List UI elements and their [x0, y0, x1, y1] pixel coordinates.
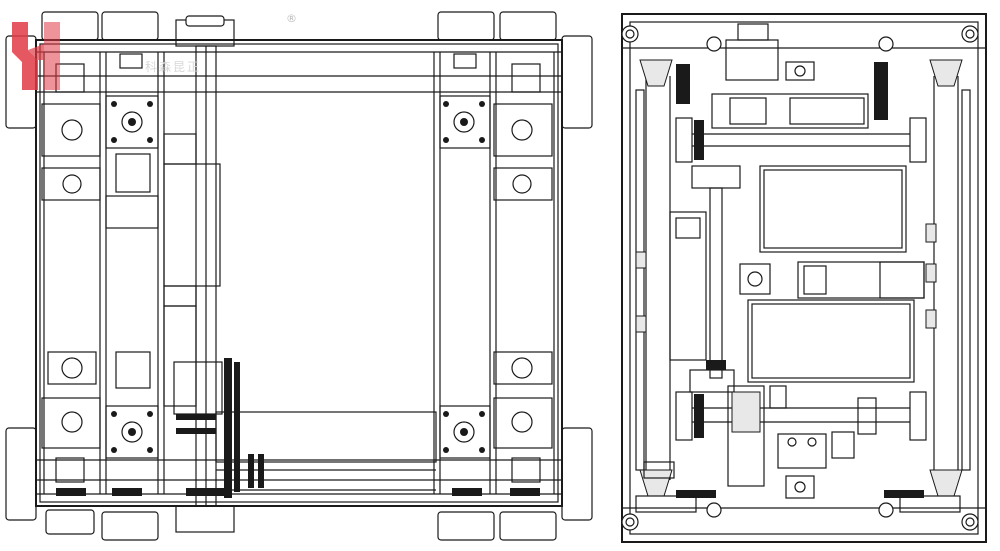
- left-view-frame: [35, 39, 563, 507]
- right-view-corner-wheels: [621, 25, 979, 531]
- left-view-wheels: [5, 11, 593, 541]
- registered-mark: ®: [286, 12, 297, 25]
- right-view-drawing: [621, 13, 987, 543]
- brand-logo-icon: [12, 22, 60, 90]
- left-view-chains: [56, 358, 540, 498]
- left-view-motor-blocks: [41, 53, 553, 483]
- right-view-fittings: [635, 223, 937, 333]
- left-view-drawing: [5, 11, 593, 541]
- brand-watermark-text: 科森昆正: [145, 60, 202, 74]
